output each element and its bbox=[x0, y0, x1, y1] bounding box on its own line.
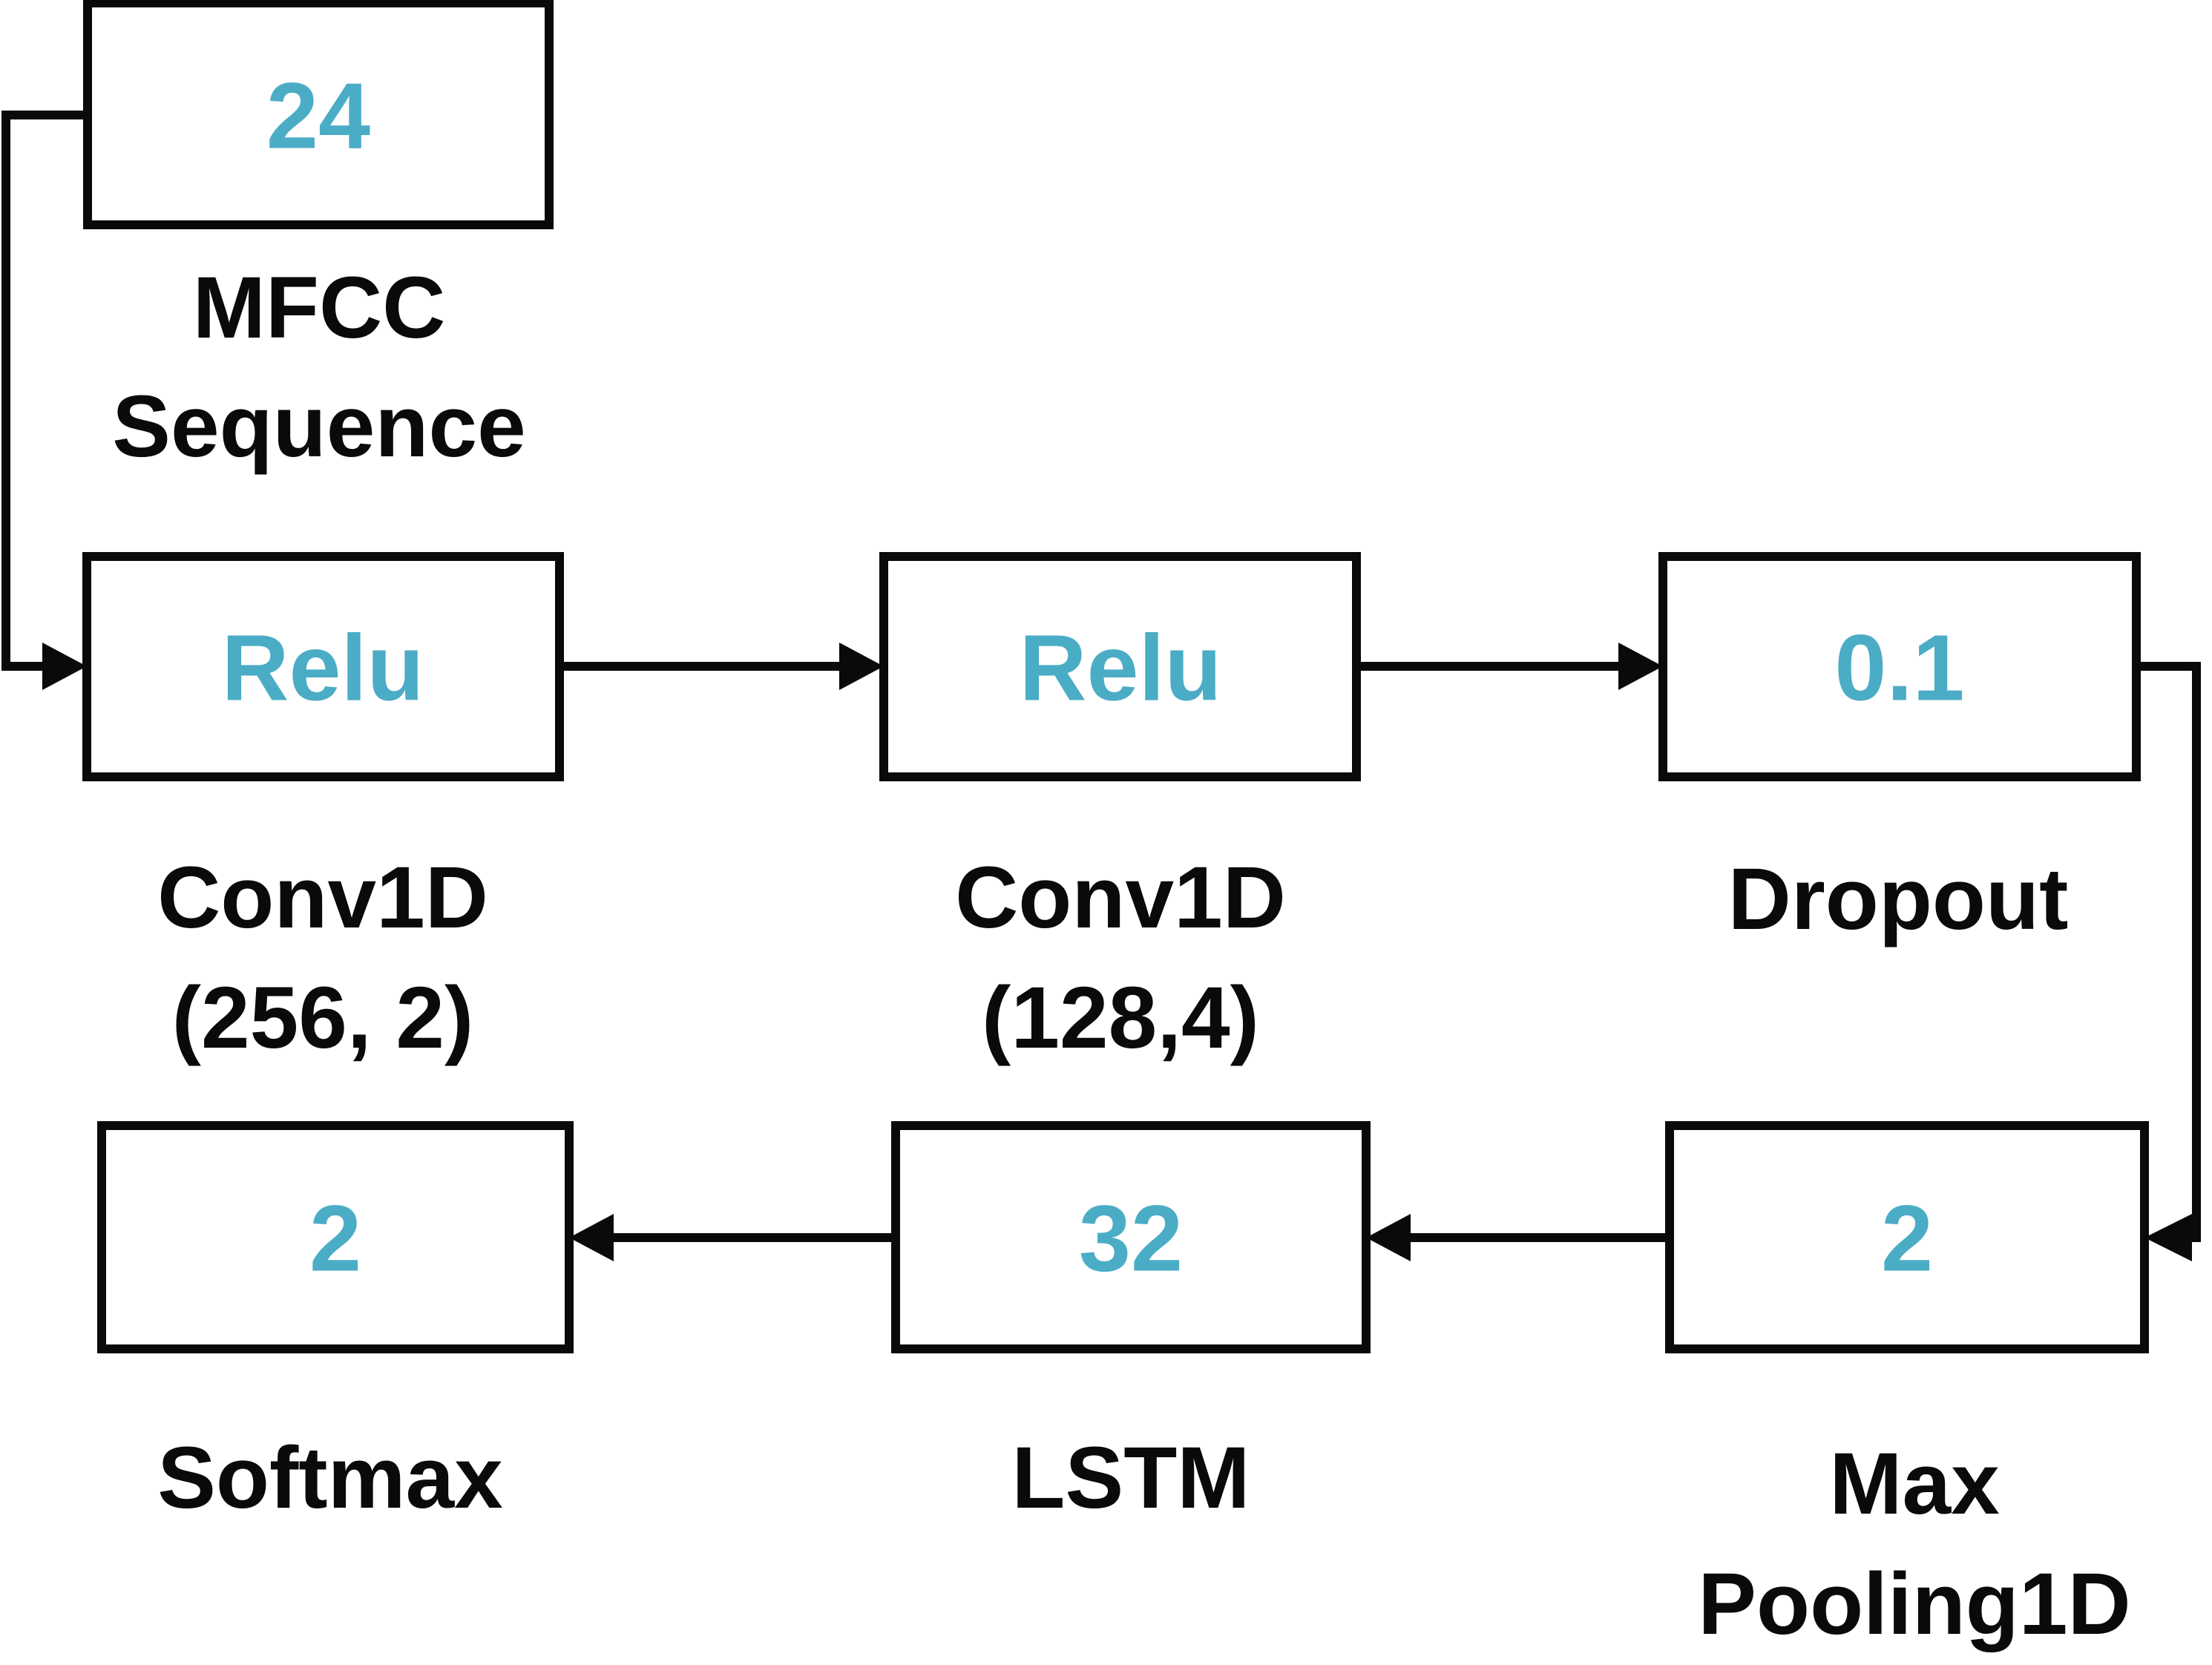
node-box bbox=[82, 552, 564, 781]
node-dropout: 0.1 Dropout bbox=[1658, 552, 2141, 948]
node-label-line1: Dropout bbox=[1728, 850, 2069, 948]
arrowhead-right-icon bbox=[1618, 643, 1663, 690]
connector-conv1d-2-to-dropout bbox=[1356, 643, 1663, 690]
node-box bbox=[97, 1121, 574, 1353]
node-value: 2 bbox=[309, 1186, 361, 1291]
node-lstm: 32 LSTM bbox=[891, 1121, 1371, 1527]
connector-mfcc-to-conv1d-1 bbox=[1, 111, 89, 690]
node-box bbox=[879, 552, 1361, 781]
node-box bbox=[83, 0, 554, 229]
connector-line bbox=[1, 111, 89, 671]
node-box bbox=[1665, 1121, 2149, 1353]
node-value: 32 bbox=[1079, 1186, 1183, 1291]
node-label-line1: Conv1D bbox=[157, 849, 488, 947]
node-label-line2: Sequence bbox=[112, 378, 525, 476]
connector-max-pooling-to-lstm bbox=[1366, 1214, 1670, 1261]
node-label-line1: LSTM bbox=[1011, 1429, 1250, 1527]
node-mfcc-sequence: 24 MFCC Sequence bbox=[83, 0, 554, 476]
arrowhead-left-icon bbox=[569, 1214, 614, 1261]
node-value: Relu bbox=[1019, 616, 1221, 720]
node-label-line1: Softmax bbox=[157, 1429, 503, 1527]
arrowhead-right-icon bbox=[42, 643, 87, 690]
connector-lstm-to-softmax bbox=[569, 1214, 896, 1261]
connector-line bbox=[2136, 662, 2201, 1242]
node-softmax: 2 Softmax bbox=[97, 1121, 574, 1527]
node-label-line2: (256, 2) bbox=[172, 969, 474, 1067]
node-value: 2 bbox=[1881, 1186, 1933, 1291]
node-max-pooling: 2 Max Pooling1D bbox=[1665, 1121, 2149, 1653]
connector-dropout-to-max-pooling bbox=[2136, 662, 2201, 1261]
node-label-line1: Max bbox=[1829, 1435, 2000, 1533]
arrowhead-right-icon bbox=[839, 643, 884, 690]
node-label-line1: MFCC bbox=[193, 259, 446, 357]
arrowhead-left-icon bbox=[2144, 1214, 2192, 1261]
node-conv1d-2: Relu Conv1D (128,4) bbox=[879, 552, 1361, 1067]
node-value: 24 bbox=[266, 64, 370, 168]
node-value: 0.1 bbox=[1834, 616, 1964, 720]
node-label-line2: Pooling1D bbox=[1698, 1555, 2130, 1653]
arrowhead-left-icon bbox=[1366, 1214, 1411, 1261]
node-box bbox=[891, 1121, 1371, 1353]
node-value: Relu bbox=[221, 616, 424, 720]
connector-conv1d-1-to-conv1d-2 bbox=[559, 643, 884, 690]
node-conv1d-1: Relu Conv1D (256, 2) bbox=[82, 552, 564, 1067]
node-label-line2: (128,4) bbox=[982, 969, 1259, 1067]
node-label-line1: Conv1D bbox=[955, 849, 1286, 947]
node-box bbox=[1658, 552, 2141, 781]
